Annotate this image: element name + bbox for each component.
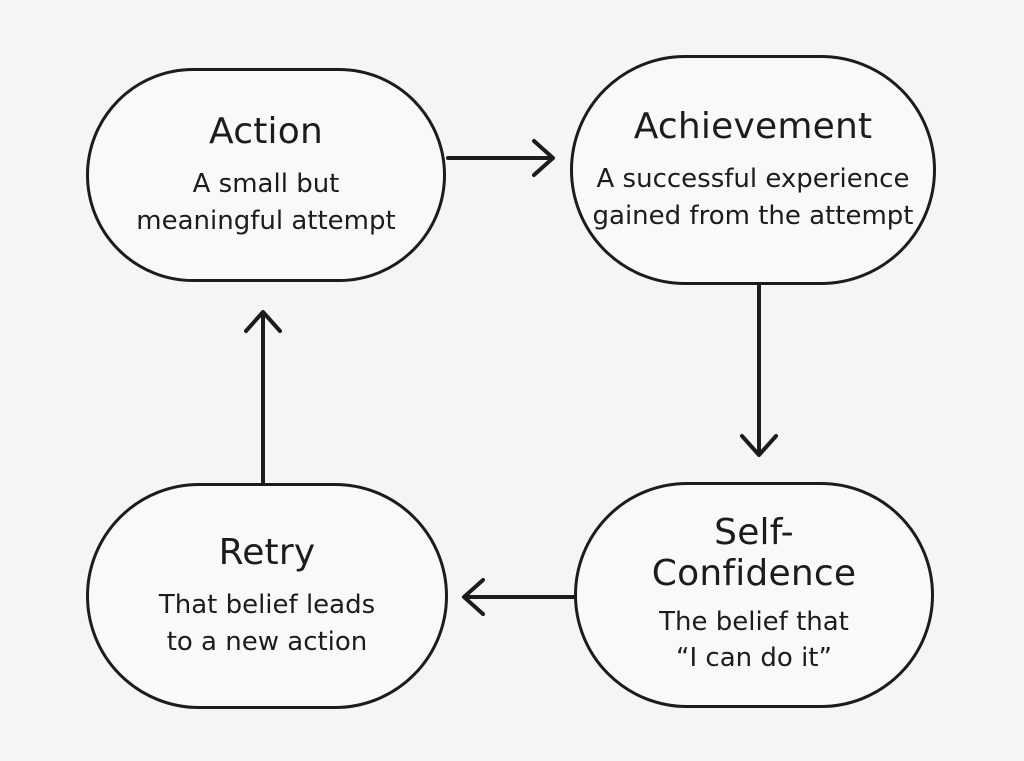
node-achievement-description-line: gained from the attempt (592, 200, 914, 231)
node-self-confidence-description: The belief that “I can do it” (659, 604, 849, 677)
node-self-confidence-title: Self- Confidence (651, 512, 857, 594)
node-action-title: Action (209, 110, 323, 152)
node-achievement: Achievement A successful experience gain… (570, 55, 936, 285)
node-action: Action A small but meaningful attempt (86, 68, 446, 282)
node-achievement-description: A successful experience gained from the … (593, 161, 914, 234)
node-achievement-description-line: A successful experience (596, 164, 910, 195)
node-self-confidence-description-line: “I can do it” (676, 643, 832, 674)
arrow-self-confidence-to-retry (462, 578, 576, 616)
node-action-description: A small but meaningful attempt (136, 166, 395, 239)
node-achievement-title: Achievement (633, 105, 873, 147)
node-retry-title: Retry (218, 531, 316, 573)
node-action-description-line: meaningful attempt (136, 205, 396, 236)
node-action-description-line: A small but (192, 169, 340, 200)
node-retry: Retry That belief leads to a new action (86, 483, 448, 709)
arrow-action-to-achievement (446, 139, 555, 177)
node-self-confidence: Self- Confidence The belief that “I can … (574, 482, 934, 708)
node-self-confidence-description-line: The belief that (659, 606, 849, 637)
arrow-retry-to-action (244, 310, 282, 485)
node-self-confidence-title-line: Self- (714, 512, 794, 554)
node-retry-description: That belief leads to a new action (159, 587, 375, 660)
node-self-confidence-title-line: Confidence (651, 552, 857, 594)
node-retry-description-line: to a new action (166, 626, 368, 657)
node-retry-description-line: That belief leads (158, 590, 376, 621)
arrow-achievement-to-self-confidence (740, 283, 778, 457)
